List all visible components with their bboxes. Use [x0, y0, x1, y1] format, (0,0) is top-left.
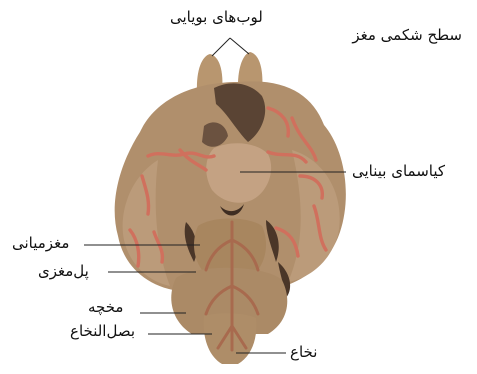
label-spinal-cord: نخاع: [290, 345, 317, 360]
brain-ventral-view: [115, 52, 346, 364]
label-midbrain: مغزمیانی: [12, 236, 69, 251]
diagram-title: سطح شکمی مغز: [352, 28, 462, 43]
label-olfactory-bulbs: لوب‌های بویایی: [170, 10, 263, 25]
medulla: [204, 313, 257, 364]
label-medulla: بصل‌النخاع: [70, 324, 135, 339]
label-pons: پل‌مغزی: [38, 264, 89, 279]
leader-olfactory-left: [212, 38, 230, 56]
label-optic-chiasm: کیاسمای بینایی: [352, 164, 445, 179]
label-cerebellum: مخچه: [88, 300, 123, 315]
leader-olfactory-right: [230, 38, 249, 54]
